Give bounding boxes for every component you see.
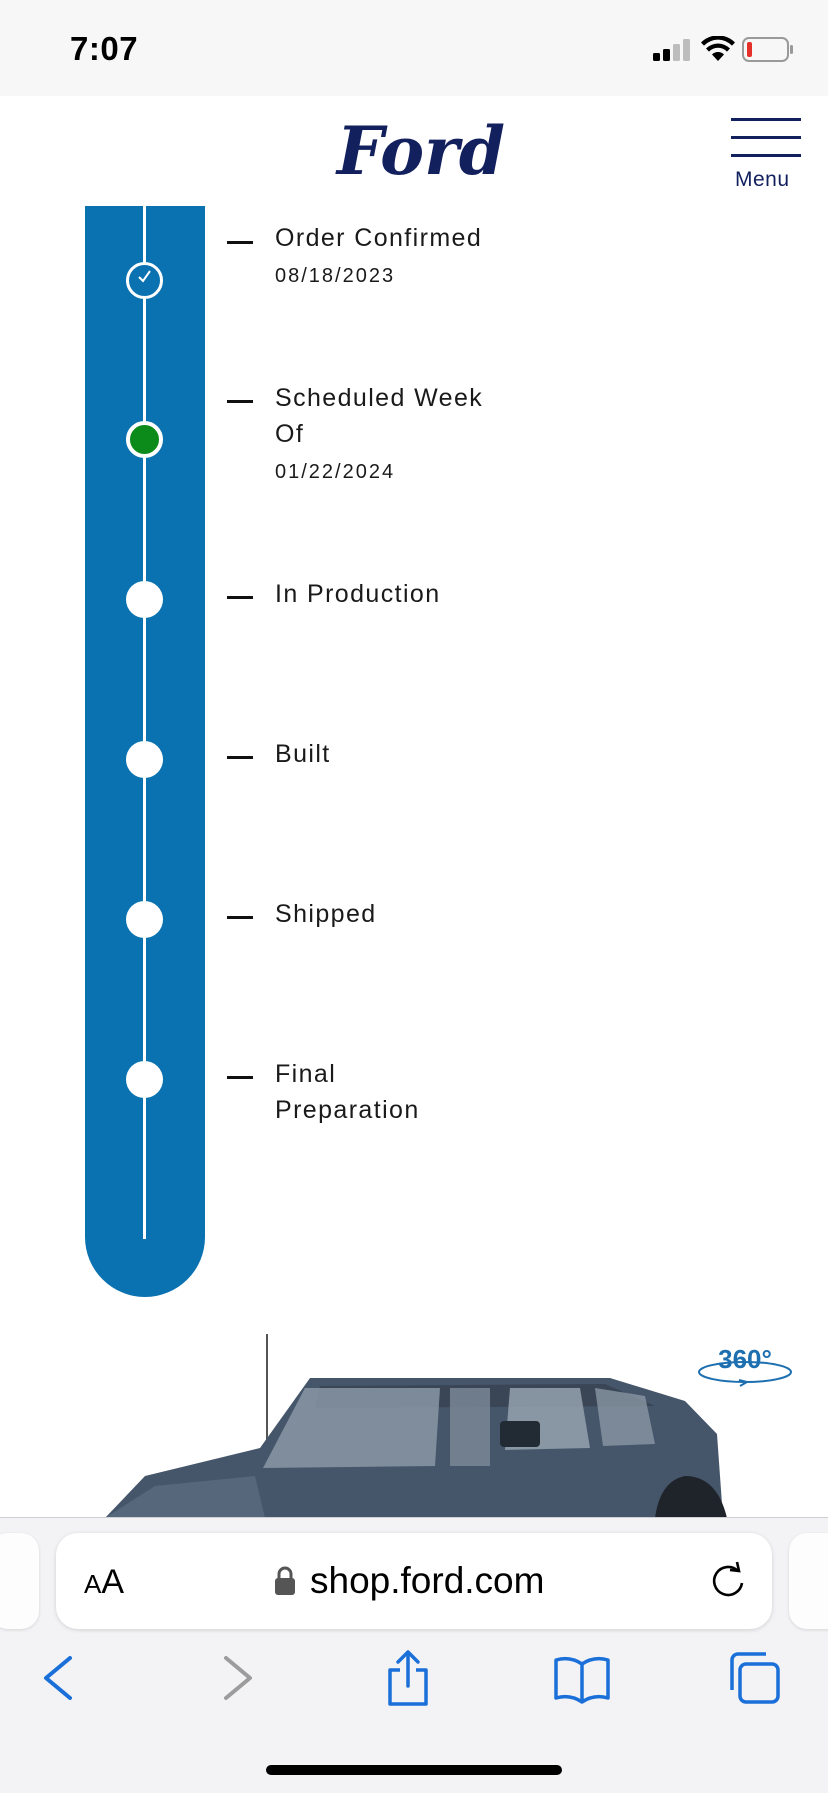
lock-icon [275, 1566, 295, 1595]
hamburger-line [731, 118, 801, 121]
view-360-badge[interactable]: 360° [695, 1344, 795, 1388]
menu-button[interactable]: Menu [727, 116, 803, 196]
timeline-node-scheduled [126, 421, 163, 458]
timeline-node-shipped [126, 901, 163, 938]
hamburger-line [731, 136, 801, 139]
site-header: Ford Menu [5, 96, 825, 206]
forward-icon[interactable] [206, 1650, 266, 1706]
back-icon[interactable] [30, 1650, 90, 1706]
step-label-final-preparation: Final Preparation [275, 1056, 420, 1128]
timeline-node-built [126, 741, 163, 778]
hamburger-line [731, 154, 801, 157]
url-text: shop.ford.com [310, 1560, 545, 1601]
timeline-dash [227, 596, 253, 599]
text-size-button[interactable]: AA [84, 1563, 124, 1603]
step-label-shipped: Shipped [275, 900, 377, 928]
timeline-dash [227, 241, 253, 244]
menu-label: Menu [735, 168, 790, 191]
step-label-line: Preparation [275, 1096, 420, 1124]
vehicle-image[interactable] [5, 1326, 825, 1518]
svg-text:Ford: Ford [335, 118, 505, 190]
timeline-dash [227, 1076, 253, 1079]
battery-icon [742, 37, 793, 62]
reload-icon[interactable] [708, 1561, 748, 1601]
bookmarks-icon[interactable] [552, 1650, 612, 1706]
wifi-icon [701, 36, 735, 61]
step-label-line: Of [275, 420, 305, 448]
ford-logo[interactable]: Ford [335, 118, 507, 190]
step-label-in-production: In Production [275, 580, 441, 608]
timeline-dash [227, 756, 253, 759]
web-page: Order Confirmed 08/18/2023 Scheduled Wee… [5, 96, 825, 1518]
home-indicator[interactable] [266, 1765, 562, 1775]
share-icon[interactable] [378, 1650, 438, 1706]
url-display[interactable]: shop.ford.com [274, 1557, 544, 1605]
step-label-line: Scheduled Week [275, 384, 484, 412]
timeline-line [143, 206, 146, 1239]
timeline-dash [227, 916, 253, 919]
cellular-signal-icon [653, 39, 690, 61]
view-360-label: 360° [718, 1344, 772, 1374]
timeline-node-order-confirmed [126, 262, 163, 299]
check-icon [138, 270, 151, 283]
step-label-order-confirmed: Order Confirmed [275, 224, 483, 252]
timeline-node-final-preparation [126, 1061, 163, 1098]
address-bar[interactable]: AA shop.ford.com [56, 1533, 772, 1629]
step-date-scheduled: 01/22/2024 [275, 461, 396, 483]
previous-tab-preview[interactable] [0, 1533, 39, 1629]
timeline-node-in-production [126, 581, 163, 618]
tabs-icon[interactable] [724, 1650, 784, 1706]
text-size-small-label: A [84, 1569, 102, 1599]
step-date-order-confirmed: 08/18/2023 [275, 265, 396, 287]
step-label-built: Built [275, 740, 331, 768]
next-tab-preview[interactable] [789, 1533, 828, 1629]
step-label-scheduled: Scheduled Week Of [275, 380, 483, 452]
timeline-dash [227, 400, 253, 403]
step-label-line: Final [275, 1060, 337, 1088]
status-time: 7:07 [70, 30, 139, 67]
text-size-big-label: A [101, 1563, 125, 1601]
